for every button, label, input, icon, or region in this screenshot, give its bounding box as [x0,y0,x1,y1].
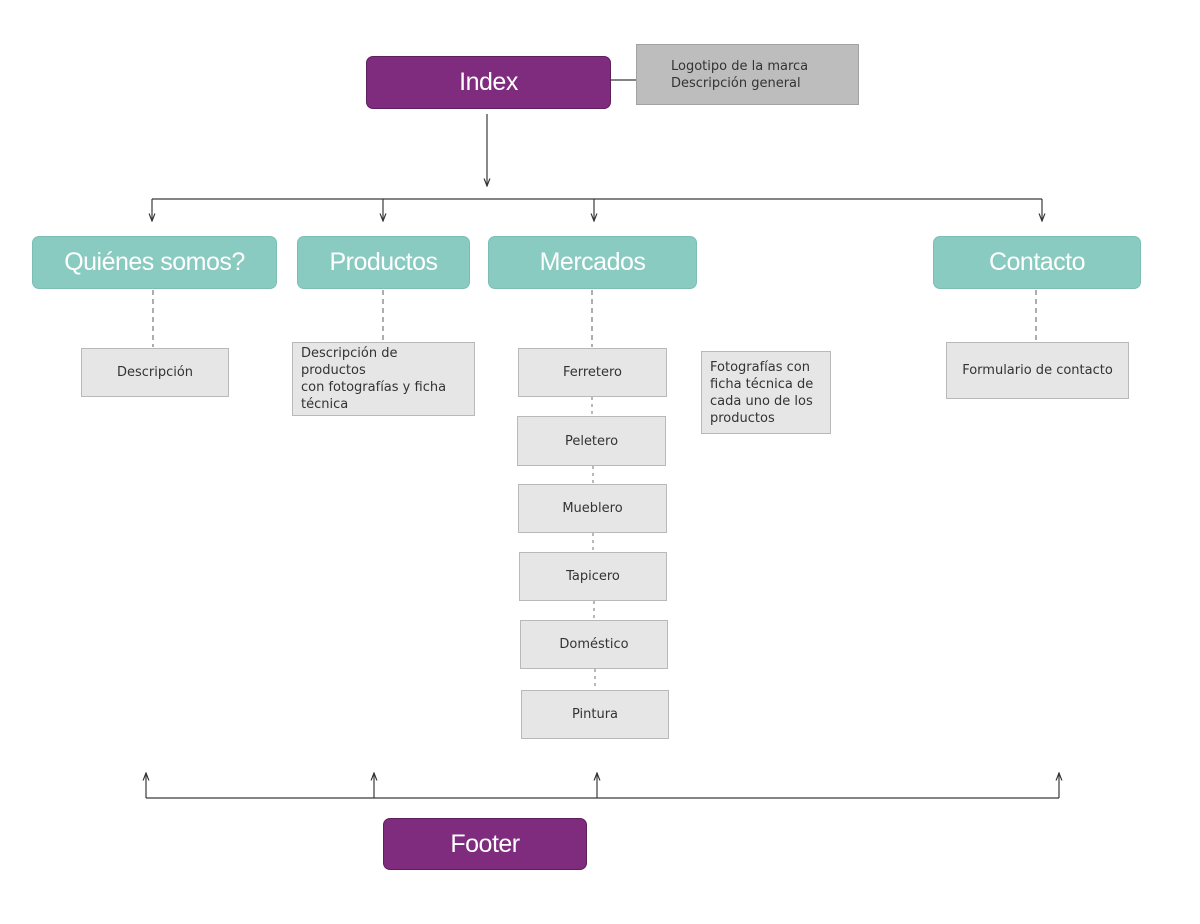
market-item: Doméstico [520,620,668,669]
section-quienes-label: Quiénes somos? [64,248,245,276]
index-note: Logotipo de la marca Descripción general [636,44,859,105]
section-mercados-label: Mercados [539,248,646,276]
market-item: Mueblero [518,484,667,533]
market-item-label: Pintura [571,707,619,722]
note-productos: Descripción de productos con fotografías… [292,342,475,416]
market-item-label: Ferretero [562,365,623,380]
section-contacto-label: Contacto [988,248,1086,276]
section-productos-label: Productos [329,248,438,276]
note-contacto-text: Formulario de contacto [962,363,1113,378]
market-item-label: Doméstico [559,637,629,652]
note-mercados-text: Fotografías con ficha técnica de cada un… [710,359,814,426]
note-mercados: Fotografías con ficha técnica de cada un… [701,351,831,434]
note-contacto: Formulario de contacto [946,342,1129,399]
footer-node: Footer [383,818,587,870]
section-contacto: Contacto [933,236,1141,289]
section-quienes-somos: Quiénes somos? [32,236,277,289]
market-item: Pintura [521,690,669,739]
note-quienes-text: Descripción [116,365,194,380]
section-mercados: Mercados [488,236,697,289]
index-note-text: Logotipo de la marca Descripción general [671,58,809,91]
market-item-label: Peletero [564,433,619,449]
footer-label: Footer [450,829,520,858]
market-item: Ferretero [518,348,667,397]
section-productos: Productos [297,236,470,289]
market-item: Peletero [517,416,666,466]
market-item-label: Tapicero [566,569,620,584]
market-item-label: Mueblero [562,501,623,516]
index-node: Index [366,56,611,109]
index-label: Index [459,68,518,96]
market-item: Tapicero [519,552,667,601]
note-productos-text: Descripción de productos con fotografías… [301,346,447,412]
note-quienes: Descripción [81,348,229,397]
